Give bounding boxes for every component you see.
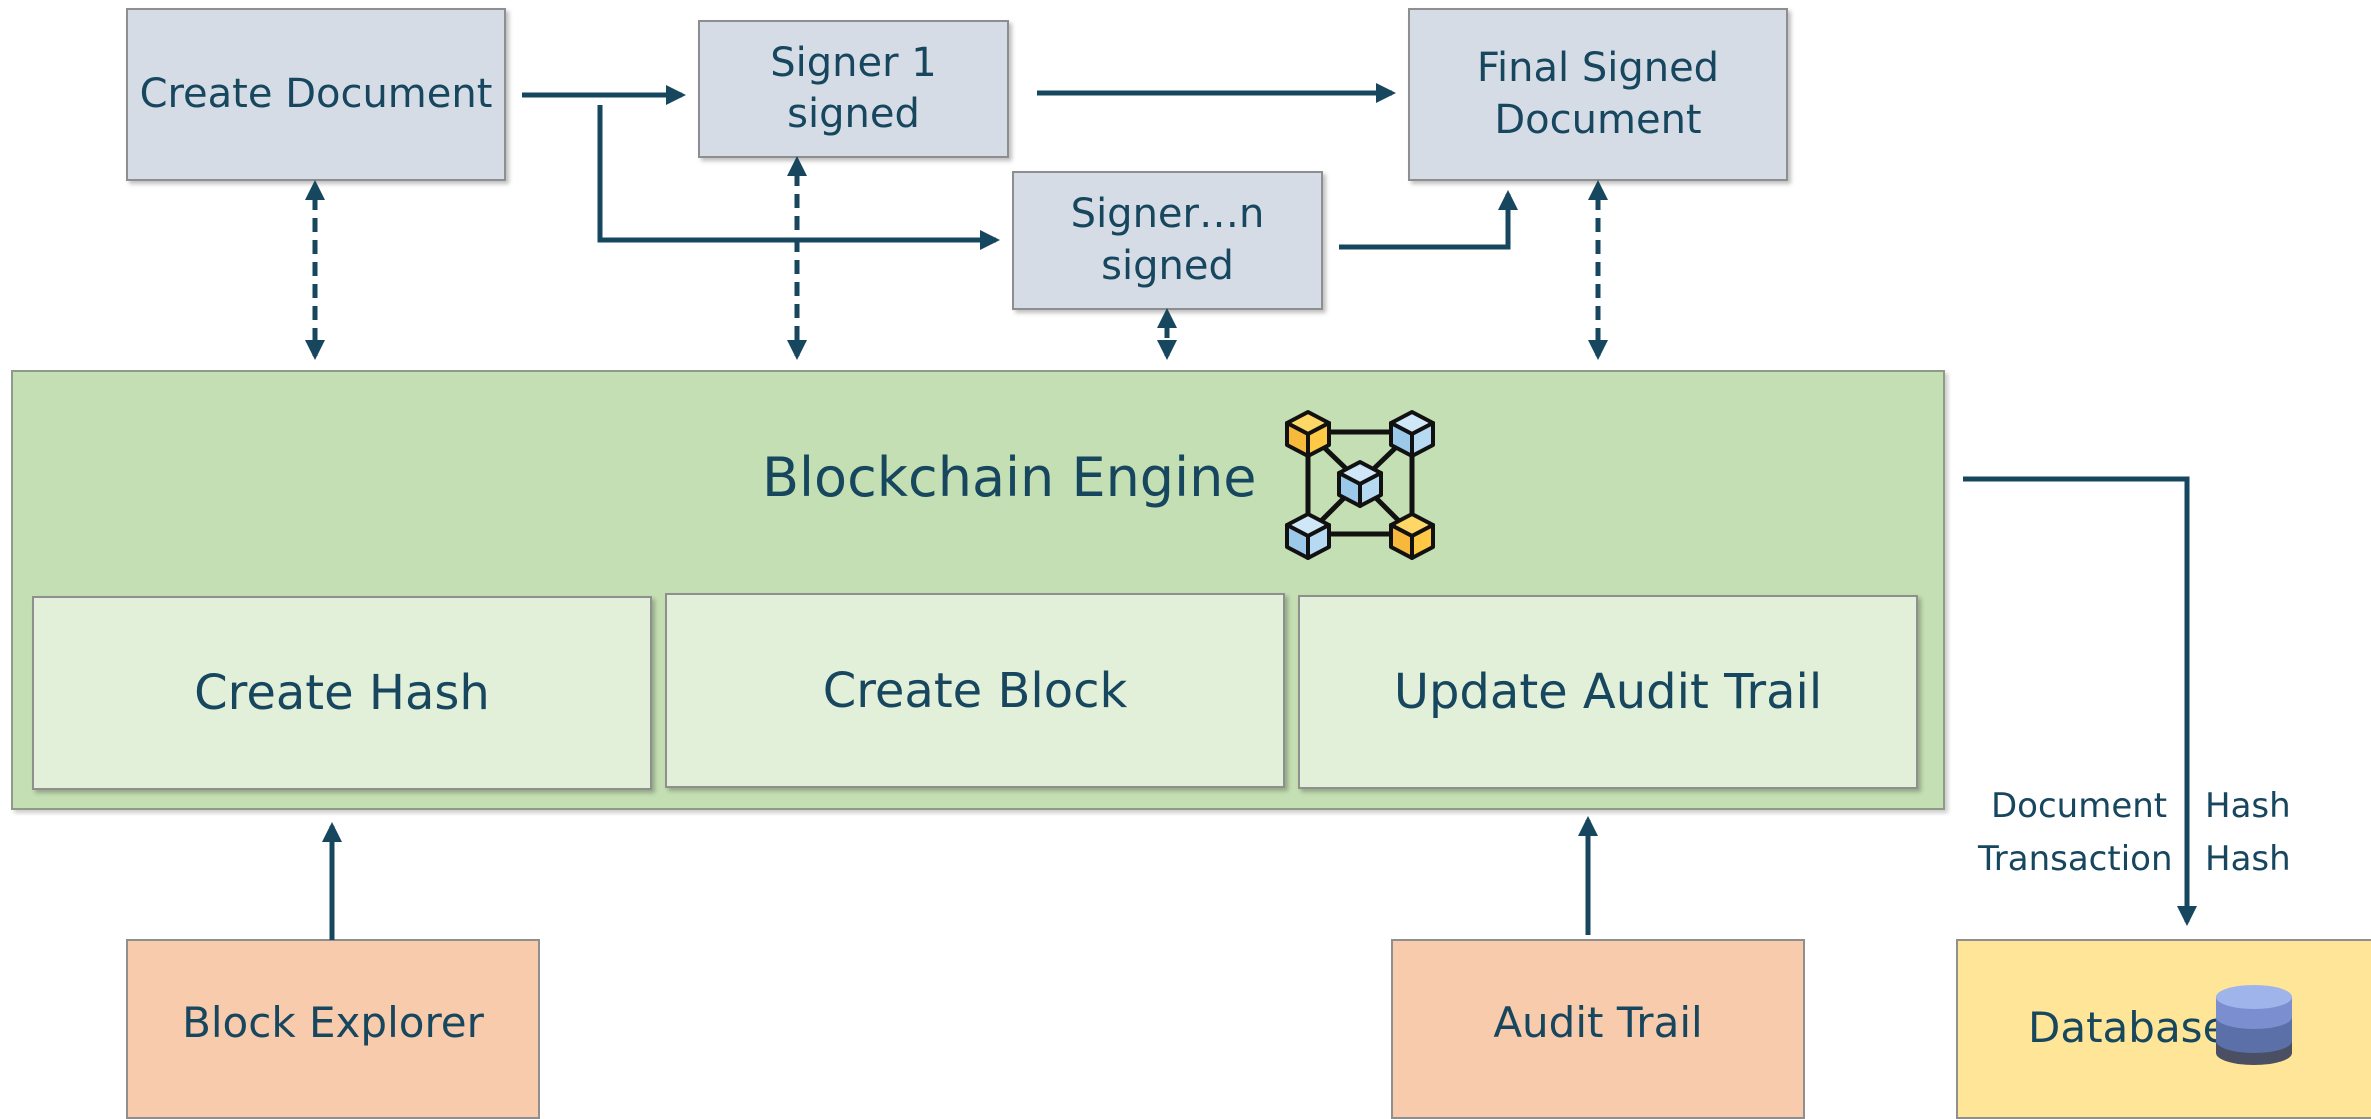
block-explorer-label: Block Explorer xyxy=(182,997,484,1047)
transaction-label: Transaction xyxy=(1978,839,2173,879)
arrow-engine-to-database xyxy=(1963,476,2197,926)
final-signed-label-line2: Document xyxy=(1494,96,1702,143)
create-document-box: Create Document xyxy=(126,8,506,181)
update-audit-trail-label: Update Audit Trail xyxy=(1393,664,1823,720)
arrow-signern-to-final xyxy=(1339,190,1518,250)
signer-n-box: Signer…n signed xyxy=(1012,171,1323,310)
signer-1-label-line2: signed xyxy=(787,91,920,137)
blockchain-network-icon xyxy=(1285,410,1435,560)
final-signed-label-line1: Final Signed xyxy=(1476,45,1720,92)
blockchain-engine-title: Blockchain Engine xyxy=(762,446,1257,509)
create-document-label: Create Document xyxy=(139,70,493,117)
create-block-box: Create Block xyxy=(665,593,1285,788)
arrow-create-to-signern xyxy=(597,105,1000,250)
signer-1-box: Signer 1 signed xyxy=(698,20,1009,158)
create-hash-box: Create Hash xyxy=(32,596,652,790)
final-signed-document-box: Final Signed Document xyxy=(1408,8,1788,181)
database-icon xyxy=(2216,985,2292,1065)
database-label: Database xyxy=(2028,1003,2229,1052)
document-label: Document xyxy=(1991,786,2168,826)
signer-1-label-line1: Signer 1 xyxy=(770,39,937,86)
hash-label-1: Hash xyxy=(2205,786,2291,826)
hash-label-2: Hash xyxy=(2205,839,2291,879)
signer-n-label-line1: Signer…n xyxy=(1070,191,1265,238)
audit-trail-box: Audit Trail xyxy=(1391,939,1805,1119)
audit-trail-label: Audit Trail xyxy=(1493,997,1703,1047)
create-block-label: Create Block xyxy=(822,662,1128,719)
signer-n-label-line2: signed xyxy=(1101,242,1234,289)
create-hash-label: Create Hash xyxy=(194,665,490,721)
update-audit-trail-box: Update Audit Trail xyxy=(1298,595,1918,789)
